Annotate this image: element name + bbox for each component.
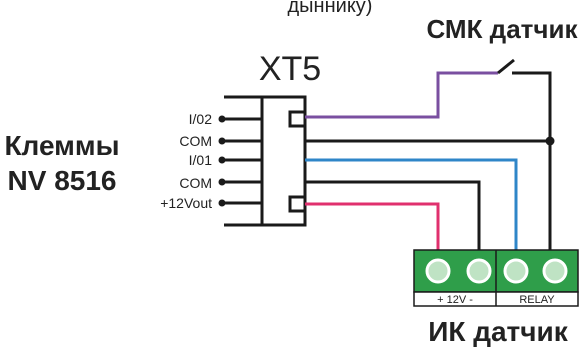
pin-label-com2: COM <box>179 175 212 191</box>
ik-terminal-block: + 12V - RELAY <box>413 249 579 307</box>
smk-label: СМК датчик <box>427 14 579 44</box>
pin-labels: I/02 COM I/01 COM +12Vout <box>160 111 212 211</box>
terminals-label-line2: NV 8516 <box>8 165 117 196</box>
junction-dot <box>545 136 555 146</box>
ik-label: ИК датчик <box>428 316 569 347</box>
pin-label-12vout: +12Vout <box>160 195 212 211</box>
wire-pink <box>305 202 440 262</box>
pin-label-com1: COM <box>179 133 212 149</box>
screw-terminal <box>503 258 529 284</box>
wire-black-switch <box>512 71 552 141</box>
screw-terminal <box>466 258 492 284</box>
screw-terminal <box>542 258 568 284</box>
terminals-label-line1: Клеммы <box>4 130 119 161</box>
wire-blue <box>305 158 518 262</box>
pin-label-io1: I/01 <box>189 152 213 168</box>
switch-contact <box>497 58 515 75</box>
screw-terminal <box>425 258 451 284</box>
wires <box>305 58 552 262</box>
xt5-connector <box>222 95 307 227</box>
wire-purple <box>305 71 498 119</box>
top-caption: дыннику) <box>288 0 373 17</box>
xt-label: XT5 <box>259 50 321 88</box>
pin-label-io2: I/02 <box>189 111 213 127</box>
ik-relay-label: RELAY <box>519 294 555 306</box>
ik-power-label: + 12V - <box>437 294 473 306</box>
wire-black-minus <box>305 180 481 262</box>
